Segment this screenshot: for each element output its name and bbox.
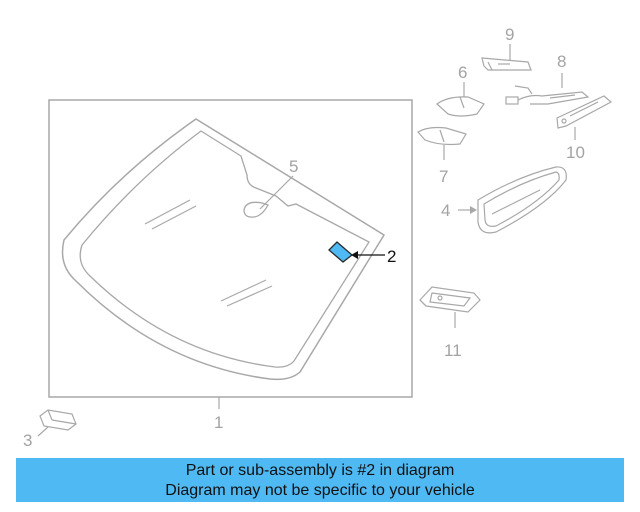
banner-line-1: Part or sub-assembly is #2 in diagram xyxy=(185,462,455,479)
cover-part-7[interactable] xyxy=(417,126,467,146)
bracket-part-11[interactable] xyxy=(419,286,481,313)
highlighted-part-2[interactable] xyxy=(328,241,354,263)
glass-reflection-lines xyxy=(144,199,273,307)
bracket-part-9[interactable] xyxy=(481,57,532,71)
callout-8: 8 xyxy=(557,52,566,71)
callout-4: 4 xyxy=(441,201,450,220)
wiring-part-8[interactable] xyxy=(505,85,590,105)
leader-line-5 xyxy=(259,175,294,210)
mirror-part-4[interactable] xyxy=(477,166,567,234)
windshield-inner-border xyxy=(79,130,370,368)
banner-line-2: Diagram may not be specific to your vehi… xyxy=(165,482,475,499)
callout-11: 11 xyxy=(444,341,462,360)
callout-2: 2 xyxy=(387,247,396,266)
leader-line-3 xyxy=(37,426,49,437)
rain-sensor-part-5[interactable] xyxy=(243,201,269,218)
windshield-frame xyxy=(48,99,413,398)
clip-part-3[interactable] xyxy=(39,409,77,431)
callout-1: 1 xyxy=(214,413,223,432)
windshield-glass[interactable] xyxy=(61,118,386,381)
callout-3: 3 xyxy=(23,431,32,450)
arrowhead-2 xyxy=(351,251,358,259)
callout-10: 10 xyxy=(566,143,585,162)
cover-part-6[interactable] xyxy=(436,96,485,117)
arrowhead-4 xyxy=(470,206,477,214)
callout-9: 9 xyxy=(505,25,514,44)
callout-7: 7 xyxy=(439,167,448,186)
callout-6: 6 xyxy=(458,63,467,82)
trim-part-10[interactable] xyxy=(556,95,613,129)
callout-5: 5 xyxy=(289,157,298,176)
info-banner: Part or sub-assembly is #2 in diagram Di… xyxy=(16,458,624,502)
